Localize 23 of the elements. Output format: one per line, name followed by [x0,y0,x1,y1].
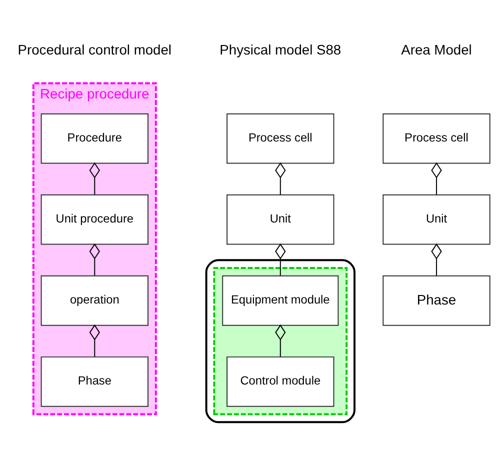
node-box: Process cell [382,112,490,164]
node-box: Equipment module [222,274,339,326]
node-box: Unit procedure [40,194,148,244]
connector [275,162,286,195]
node-box: Procedure [40,112,148,164]
node-box: Phase [40,356,148,406]
connector [89,242,100,276]
node-box: operation [40,274,148,326]
label: Area Model [401,40,472,57]
label: Procedural control model [18,40,172,57]
cluster [213,266,348,415]
connector [275,242,286,276]
connector [431,162,442,195]
node-box: Unit [382,194,490,244]
connector [89,324,100,357]
connector [275,324,286,357]
connector [89,162,100,195]
node-box: Phase [382,274,490,326]
node-box: Process cell [226,112,334,164]
label: Physical model S88 [220,40,342,57]
node-box: Control module [226,356,334,406]
node-box: Unit [226,194,334,244]
connector [431,242,442,276]
